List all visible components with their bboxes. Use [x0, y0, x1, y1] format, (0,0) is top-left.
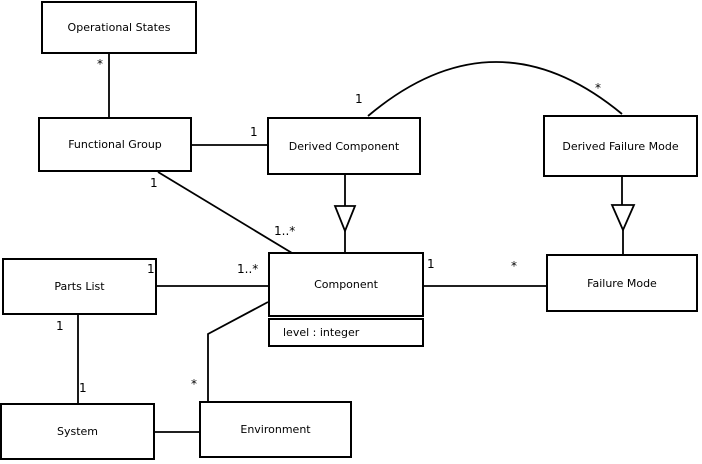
multiplicity-parts-list-end: 1 — [147, 262, 155, 276]
class-name-derived-failure-mode: Derived Failure Mode — [562, 139, 679, 153]
class-name-component: Component — [314, 278, 378, 291]
multiplicity-operational-states-end: * — [97, 57, 103, 71]
multiplicity-failure-mode-end: * — [511, 259, 517, 273]
association-environment-component — [207, 301, 269, 401]
multiplicity-arc-derived-failure-mode-end: * — [595, 81, 601, 95]
class-name-derived-component: Derived Component — [288, 139, 400, 153]
class-attribute-level: level : integer — [283, 326, 360, 339]
class-box-failure-mode: Failure Mode — [546, 254, 698, 312]
class-box-component: Component — [268, 252, 424, 317]
class-attribute-compartment-component: level : integer — [268, 318, 424, 347]
class-box-derived-component: Derived Component — [267, 117, 421, 175]
class-box-system: System — [0, 403, 155, 460]
multiplicity-parts-list-end-to-system: 1 — [56, 319, 64, 333]
multiplicity-functional-group-end: 1 — [150, 176, 158, 190]
class-box-derived-failure-mode: Derived Failure Mode — [543, 115, 698, 177]
multiplicity-component-end-to-failure-mode: 1 — [427, 257, 435, 271]
association-derived-component-derived-failure-mode-arc — [367, 61, 623, 117]
class-name-operational-states: Operational States — [67, 21, 171, 34]
class-name-functional-group: Functional Group — [68, 138, 162, 151]
multiplicity-system-end: 1 — [79, 381, 87, 395]
class-box-environment: Environment — [199, 401, 352, 458]
class-box-operational-states: Operational States — [41, 1, 197, 54]
class-box-functional-group: Functional Group — [38, 117, 192, 172]
association-functional-group-component — [157, 171, 293, 254]
class-name-failure-mode: Failure Mode — [587, 276, 657, 290]
multiplicity-environment-end: * — [191, 377, 197, 391]
class-box-parts-list: Parts List — [2, 258, 157, 315]
multiplicity-derived-component-end: 1 — [250, 125, 258, 139]
multiplicity-component-end-from-parts-list: 1..* — [237, 262, 259, 276]
generalization-triangle-icon-component — [333, 205, 357, 234]
multiplicity-component-end-from-functional-group: 1..* — [274, 224, 296, 238]
class-name-environment: Environment — [240, 423, 311, 436]
generalization-triangle-icon-failure-mode — [610, 204, 636, 233]
class-name-system: System — [56, 425, 99, 438]
class-name-parts-list: Parts List — [54, 280, 105, 293]
multiplicity-arc-derived-component-end: 1 — [355, 92, 363, 106]
